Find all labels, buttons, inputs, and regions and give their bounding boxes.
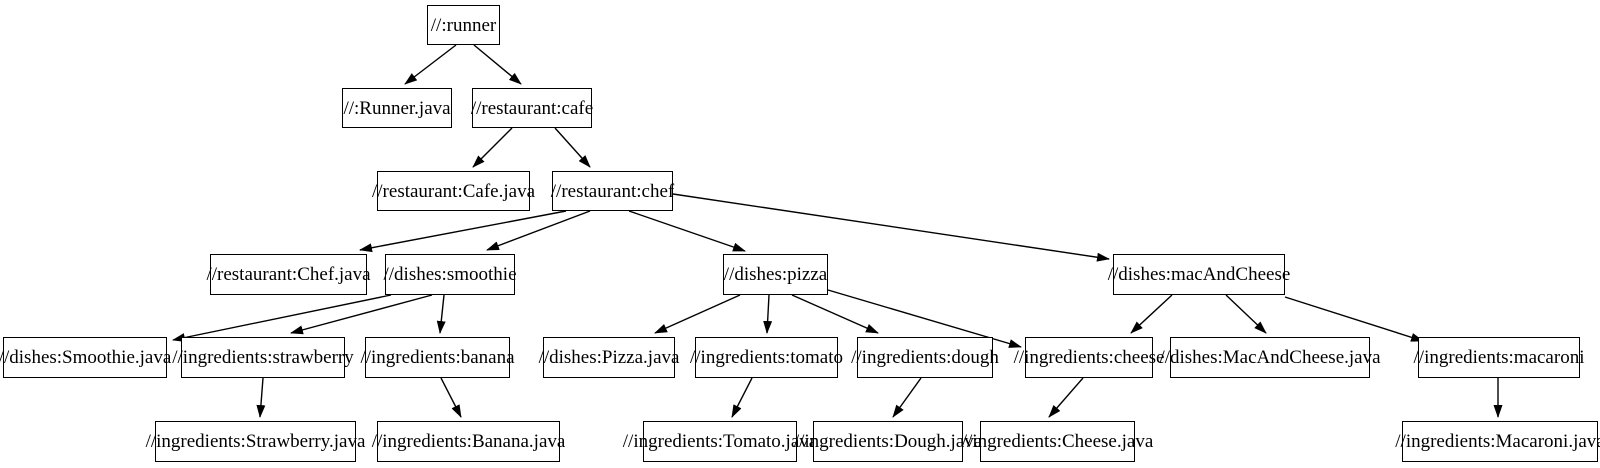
edge-cafe-to-chef	[554, 127, 591, 168]
edge-pizza-to-pizza-java	[654, 294, 741, 334]
node-cheese-java: //ingredients:Cheese.java	[962, 421, 1153, 462]
edge-smoothie-to-banana	[436, 294, 446, 334]
node-macaroni-java: //ingredients:Macaroni.java	[1395, 421, 1600, 462]
edge-chef-to-smoothie	[486, 210, 591, 251]
node-smoothie: //dishes:smoothie	[384, 254, 517, 295]
node-dough-java: //ingredients:Dough.java	[794, 421, 982, 462]
node-macandcheese: //dishes:macAndCheese	[1108, 254, 1290, 295]
edge-smoothie-to-strawberry	[290, 294, 433, 335]
edge-tomato-to-tomato-java	[731, 377, 753, 418]
node-runner: //:runner	[427, 5, 500, 45]
node-macandcheese-java: //dishes:MacAndCheese.java	[1159, 337, 1381, 378]
edge-runner-to-cafe	[473, 44, 522, 85]
edge-smoothie-to-smoothie-java	[172, 294, 392, 342]
node-macaroni: //ingredients:macaroni	[1414, 337, 1584, 378]
node-pizza: //dishes:pizza	[723, 254, 828, 295]
node-strawberry-java: //ingredients:Strawberry.java	[146, 421, 365, 462]
edge-banana-to-banana-java	[440, 377, 462, 418]
edge-strawberry-to-strawberry-java	[256, 377, 266, 418]
edge-pizza-to-dough	[791, 294, 879, 334]
edge-cheese-to-cheese-java	[1048, 377, 1084, 418]
node-cafe-java: //restaurant:Cafe.java	[372, 171, 535, 211]
node-dough: //ingredients:dough	[851, 337, 999, 378]
node-tomato: //ingredients:tomato	[690, 337, 843, 378]
node-runner-java: //:Runner.java	[342, 88, 452, 128]
edge-dough-to-dough-java	[892, 377, 922, 418]
edge-runner-to-runner-java	[404, 44, 457, 85]
node-pizza-java: //dishes:Pizza.java	[539, 337, 679, 378]
node-tomato-java: //ingredients:Tomato.java	[623, 421, 817, 462]
edge-macandcheese-to-macaroni	[1284, 296, 1424, 342]
node-chef-java: //restaurant:Chef.java	[206, 254, 371, 295]
edge-macandcheese-to-cheese	[1130, 294, 1173, 334]
edge-cafe-to-cafe-java	[472, 127, 513, 168]
node-banana: //ingredients:banana	[360, 337, 515, 378]
node-cheese: //ingredients:cheese	[1014, 337, 1164, 378]
node-strawberry: //ingredients:strawberry	[172, 337, 354, 378]
edge-macandcheese-to-macandcheese-java	[1225, 294, 1267, 334]
node-chef: //restaurant:chef	[551, 171, 674, 211]
edge-chef-to-macandcheese	[672, 193, 1110, 262]
edge-pizza-to-tomato	[763, 294, 773, 334]
edge-chef-to-pizza	[628, 210, 746, 252]
edge-chef-to-chef-java	[359, 210, 567, 253]
node-smoothie-java: //dishes:Smoothie.java	[0, 337, 171, 378]
node-cafe: //restaurant:cafe	[471, 88, 593, 128]
node-banana-java: //ingredients:Banana.java	[372, 421, 565, 462]
